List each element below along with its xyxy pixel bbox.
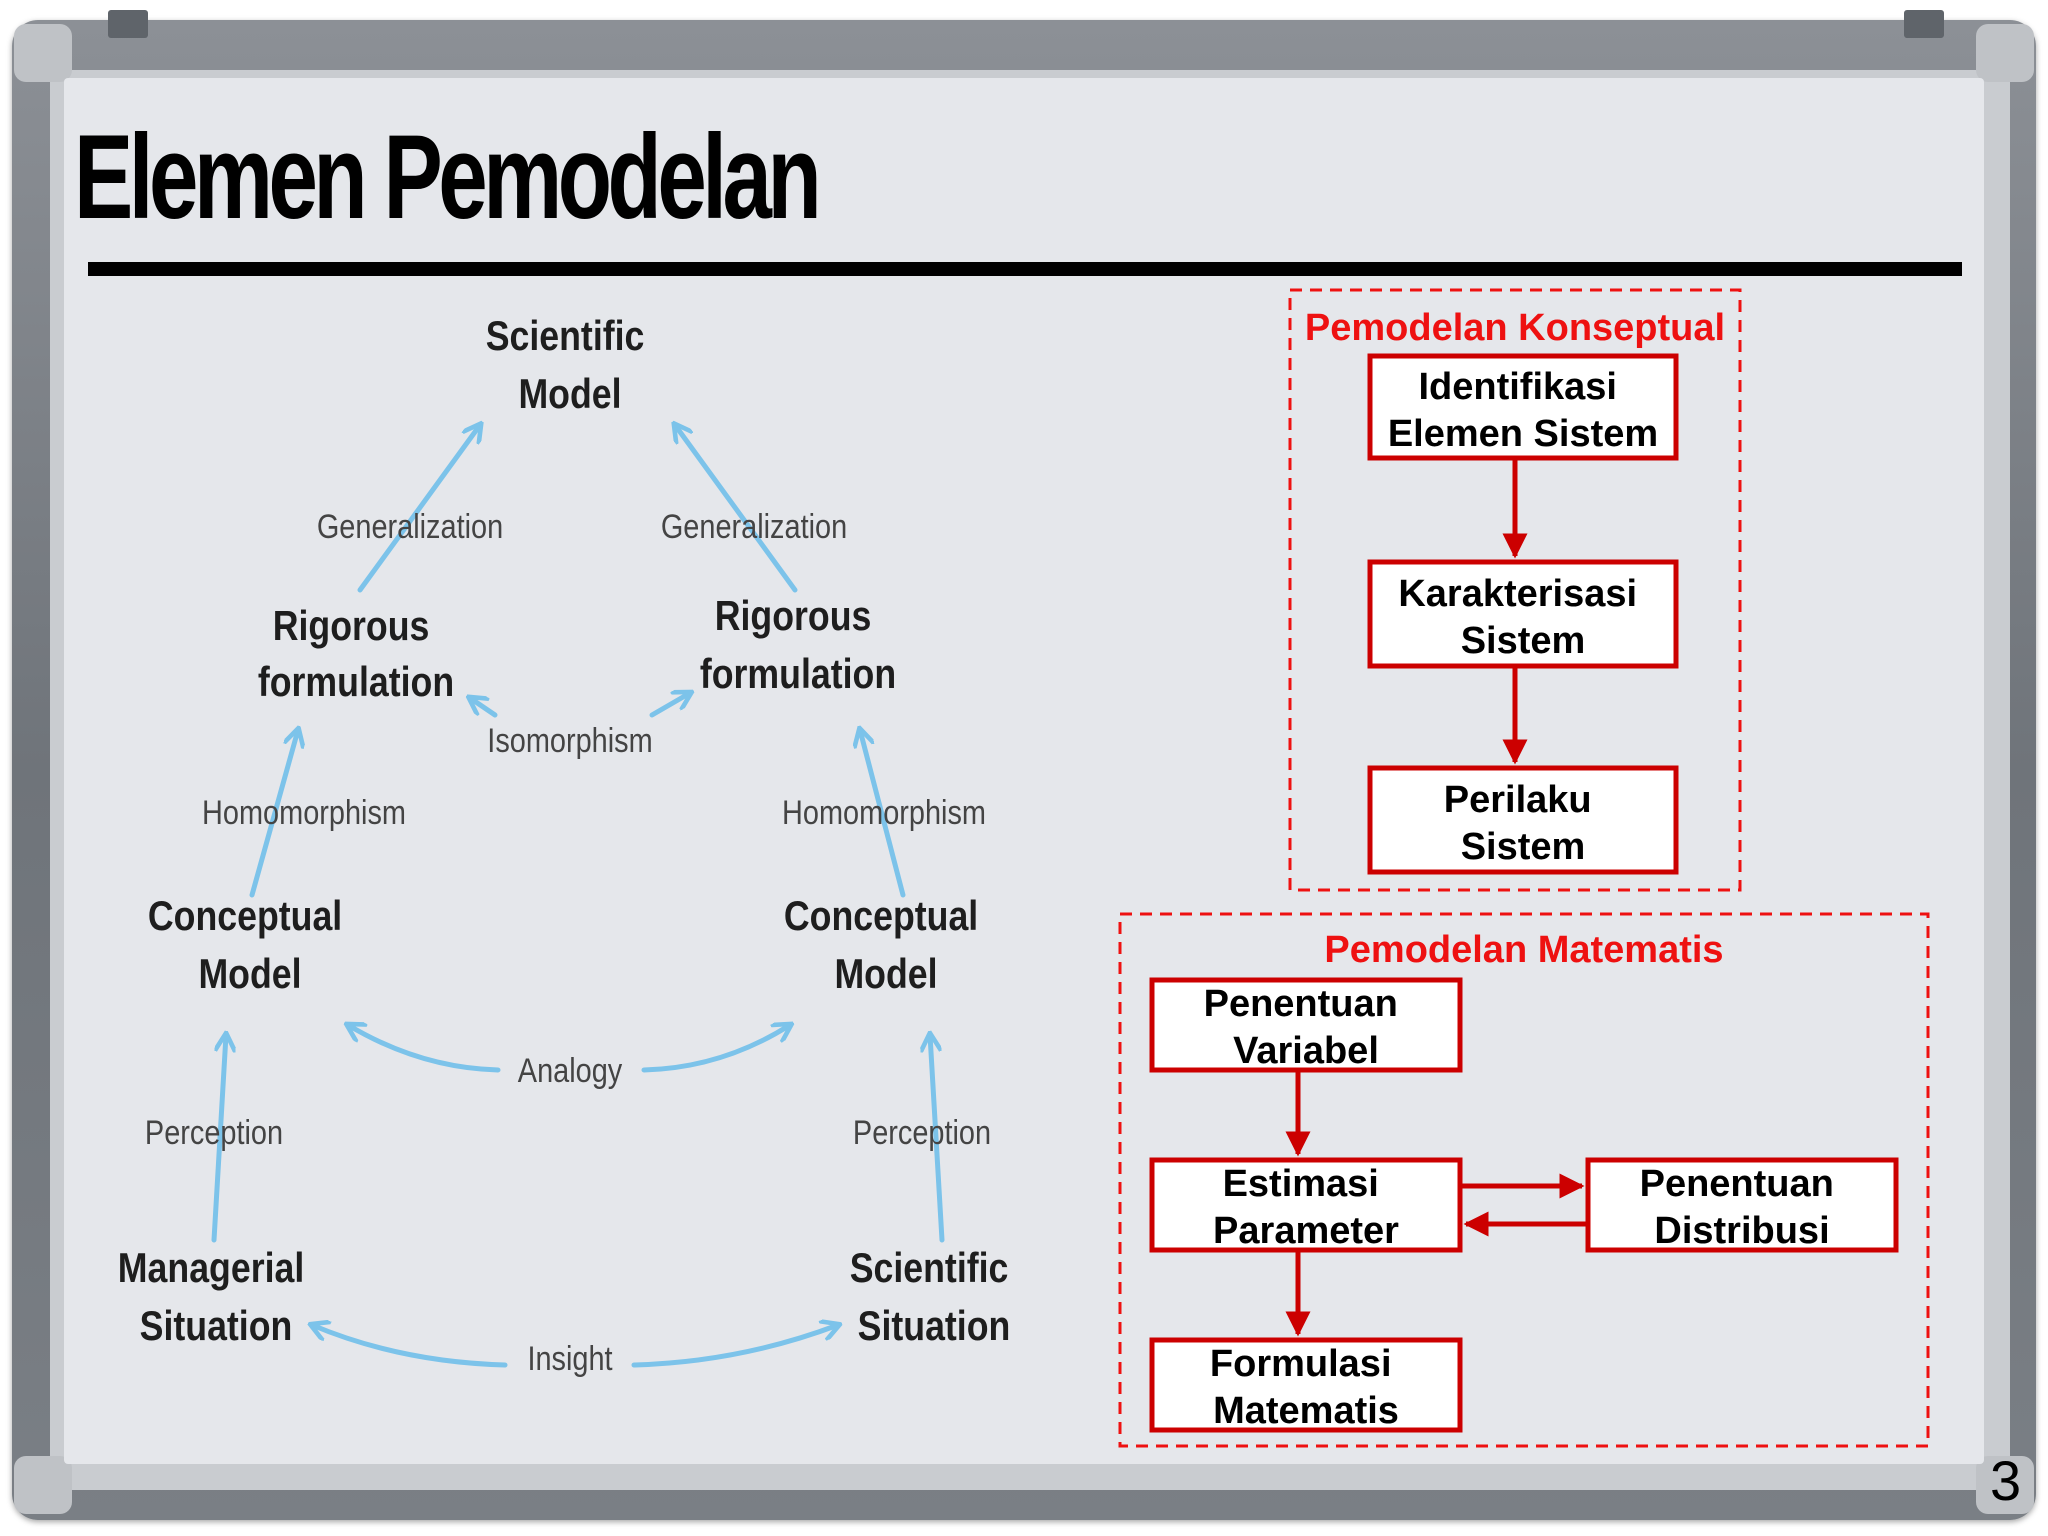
svg-text:Penentuan Distribusi: Penentuan Distribusi <box>1640 1163 1845 1252</box>
arrow-perception-right <box>930 1035 945 1243</box>
box-penentuan-variabel <box>1149 977 1463 1073</box>
node-managerial-situation: Managerial Situation <box>118 1245 314 1349</box>
box-text-perilaku-1: Perilaku <box>1444 779 1592 821</box>
node-conceptual-model-left: Conceptual Model <box>148 893 352 997</box>
svg-text:Estimasi Parameter: Estimasi Parameter <box>1213 1163 1399 1252</box>
group-pemodelan-konseptual: Pemodelan Konseptual Identifikasi Elemen… <box>1288 288 1742 892</box>
label-insight: Insight <box>527 1339 612 1378</box>
label-perception-right: Perception <box>853 1113 991 1152</box>
svg-text:Penentuan Variabel: Penentuan Variabel <box>1204 983 1409 1072</box>
box-text-karakterisasi-1: Karakterisasi <box>1398 573 1637 615</box>
box-text-karakterisasi-2: Sistem <box>1461 620 1586 662</box>
arrow-isomorphism-left <box>470 698 498 718</box>
arrow-generalization-right <box>675 425 798 593</box>
arrow-analogy-right <box>641 1025 790 1073</box>
arrow-insight-left <box>312 1325 508 1368</box>
group-title-konseptual: Pemodelan Konseptual <box>1305 307 1725 349</box>
box-text-formulasi-1: Formulasi <box>1210 1343 1392 1385</box>
box-text-identifikasi-2: Elemen Sistem <box>1388 413 1658 455</box>
label-homomorphism-right: Homomorphism <box>782 793 986 832</box>
arrow-insight-right <box>631 1325 838 1368</box>
box-text-penentuan-variabel-2: Variabel <box>1233 1030 1379 1072</box>
box-text-distribusi-1: Penentuan <box>1640 1163 1834 1205</box>
svg-text:Identifikasi Elemen Sist: Identifikasi Elemen Sistem <box>1388 366 1658 455</box>
frame-corner-bottom-right <box>1976 1456 2034 1514</box>
frame-corner-top-right <box>1976 24 2034 82</box>
page-number: 3 <box>1990 1449 2022 1512</box>
node-rigorous-formulation-left: Rigorous formulation <box>258 603 454 705</box>
frame-clip-left <box>108 10 148 38</box>
box-text-estimasi-2: Parameter <box>1213 1210 1399 1252</box>
box-penentuan-distribusi <box>1585 1157 1899 1253</box>
frame-corner-top-left <box>14 24 72 82</box>
svg-text:Perilaku Sistem: Perilaku Sistem <box>1444 779 1602 868</box>
slide-title: Elemen Pemodelan <box>74 110 822 244</box>
box-text-estimasi-1: Estimasi <box>1223 1163 1379 1205</box>
box-formulasi-matematis <box>1149 1337 1463 1433</box>
box-text-formulasi-2: Matematis <box>1213 1390 1399 1432</box>
dashed-border-konseptual <box>1288 288 1742 892</box>
box-text-perilaku-2: Sistem <box>1461 826 1586 868</box>
svg-text:Formulasi Matematis: Formulasi Matematis <box>1210 1343 1402 1432</box>
label-homomorphism-left: Homomorphism <box>202 793 406 832</box>
box-text-penentuan-variabel-1: Penentuan <box>1204 983 1398 1025</box>
box-text-identifikasi-1: Identifikasi <box>1418 366 1617 408</box>
node-conceptual-model-right: Conceptual Model <box>784 893 988 997</box>
box-estimasi-parameter <box>1149 1157 1463 1253</box>
label-analogy: Analogy <box>518 1051 623 1090</box>
label-isomorphism: Isomorphism <box>487 721 652 760</box>
dashed-border-matematis <box>1118 912 1930 1448</box>
box-karakterisasi-sistem <box>1367 559 1679 669</box>
box-perilaku-sistem <box>1367 765 1679 875</box>
arrow-isomorphism-right <box>649 693 690 718</box>
node-scientific-situation: Scientific Situation <box>850 1245 1019 1349</box>
frame-corner-bottom-left <box>14 1456 72 1514</box>
label-perception-left: Perception <box>145 1113 283 1152</box>
node-scientific-model: Scientific Model <box>486 313 655 417</box>
arrow-homomorphism-left <box>249 730 298 898</box>
node-rigorous-formulation-right: Rigorous formulation <box>700 593 896 697</box>
frame-clip-right <box>1904 10 1944 38</box>
title-underline <box>88 262 1962 276</box>
group-pemodelan-matematis: Pemodelan Matematis Penentuan Variabel E… <box>1118 912 1930 1448</box>
label-generalization-right: Generalization <box>661 507 847 546</box>
group-title-matematis: Pemodelan Matematis <box>1324 929 1723 971</box>
cycle-arrows <box>211 425 945 1368</box>
arrow-generalization-left <box>357 425 480 593</box>
arrow-homomorphism-right <box>860 730 906 898</box>
arrow-perception-left <box>211 1035 226 1243</box>
svg-text:Karakterisasi Sistem: Karakterisasi Sistem <box>1398 573 1647 662</box>
label-generalization-left: Generalization <box>317 507 503 546</box>
arrow-analogy-left <box>348 1025 501 1073</box>
box-identifikasi-elemen-sistem <box>1367 353 1679 461</box>
box-text-distribusi-2: Distribusi <box>1654 1210 1829 1252</box>
